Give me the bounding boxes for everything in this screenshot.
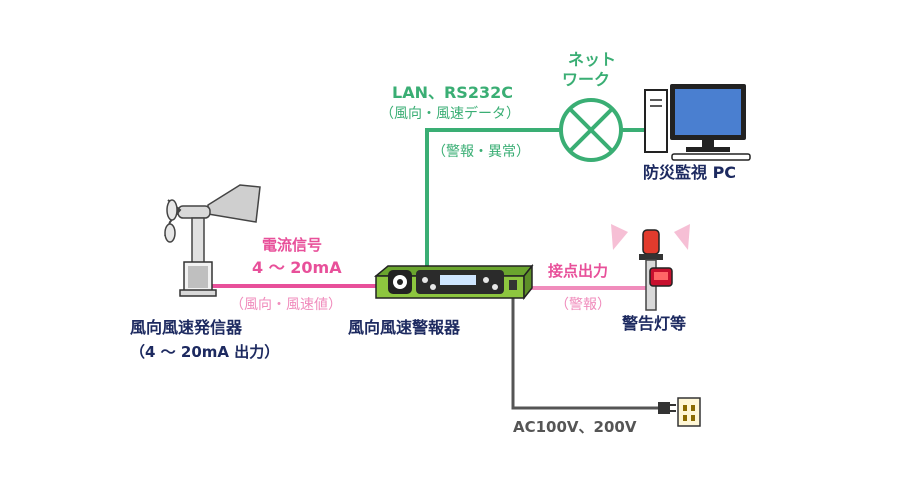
network-alarm-label: （警報・異常） xyxy=(432,144,530,160)
power-line xyxy=(511,296,668,410)
pc-label: 防災監視 PC xyxy=(643,163,737,182)
alarm-device-icon xyxy=(373,263,534,301)
pc-icon xyxy=(644,84,751,161)
network-cloud-label-1: ネット xyxy=(568,50,617,69)
alarm-device-label: 風向風速警報器 xyxy=(348,318,461,337)
current-range-label: 4 ～ 20mA xyxy=(252,258,342,277)
sensor-values-label: （風向・風速値） xyxy=(230,297,342,313)
network-protocol-label: LAN、RS232C xyxy=(392,83,513,102)
contact-output-label: 接点出力 xyxy=(548,262,609,280)
network-cloud-label-2: ワーク xyxy=(562,70,611,89)
power-label: AC100V、200V xyxy=(513,418,637,436)
network-data-label: （風向・風速データ） xyxy=(380,106,520,122)
current-signal-label: 電流信号 xyxy=(262,236,323,254)
plug-icon xyxy=(658,402,676,414)
anemometer-icon xyxy=(164,184,261,297)
contact-alarm-label: （警報） xyxy=(555,297,611,313)
network-icon xyxy=(559,98,623,162)
lamp-label: 警告灯等 xyxy=(622,314,687,333)
outlet-icon xyxy=(677,397,701,427)
sensor-spec-label: （4 ～ 20mA 出力） xyxy=(130,343,280,361)
sensor-name-label: 風向風速発信器 xyxy=(130,318,243,337)
warning-lamp-icon xyxy=(611,224,690,311)
